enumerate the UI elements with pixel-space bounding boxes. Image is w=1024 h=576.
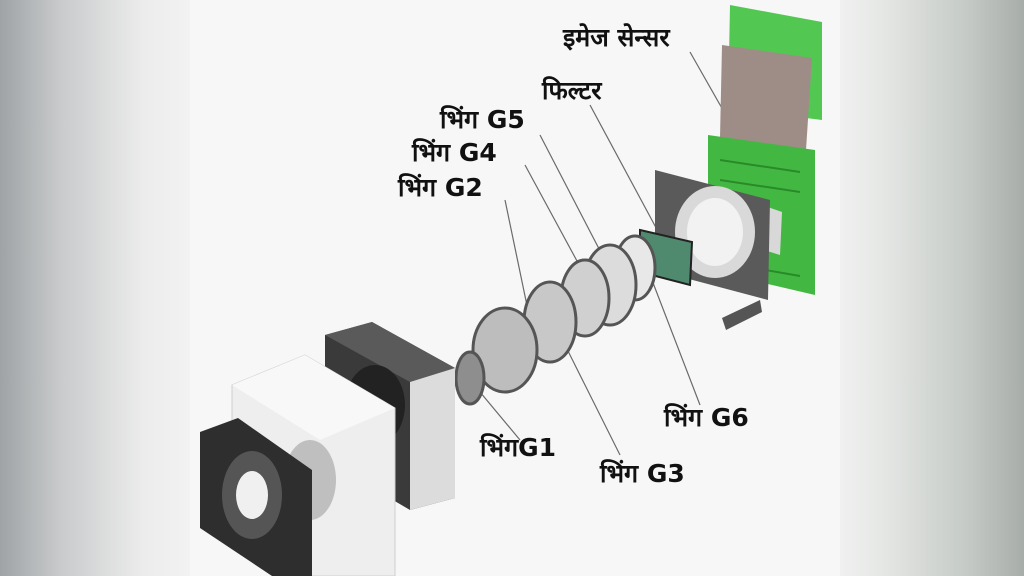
filter-frame xyxy=(639,170,770,300)
label-filter: फिल्टर xyxy=(542,76,602,105)
label-lens-g1: भिंगG1 xyxy=(480,433,557,462)
label-lens-g5: भिंग G5 xyxy=(440,105,525,134)
label-lens-g2: भिंग G2 xyxy=(398,173,483,202)
lens-g2 xyxy=(471,306,539,394)
front-bezel xyxy=(200,418,312,576)
lens-stack xyxy=(454,234,657,406)
label-lens-g6: भिंग G6 xyxy=(664,403,749,432)
lens-g1 xyxy=(454,350,486,406)
label-lens-g4: भिंग G4 xyxy=(412,138,497,167)
leader-line-g3 xyxy=(559,334,621,456)
leader-line-g2 xyxy=(504,199,531,321)
label-image-sensor: इमेज सेन्सर xyxy=(563,23,670,52)
label-lens-g3: भिंग G3 xyxy=(600,459,685,488)
leader-line-g6 xyxy=(649,274,701,406)
